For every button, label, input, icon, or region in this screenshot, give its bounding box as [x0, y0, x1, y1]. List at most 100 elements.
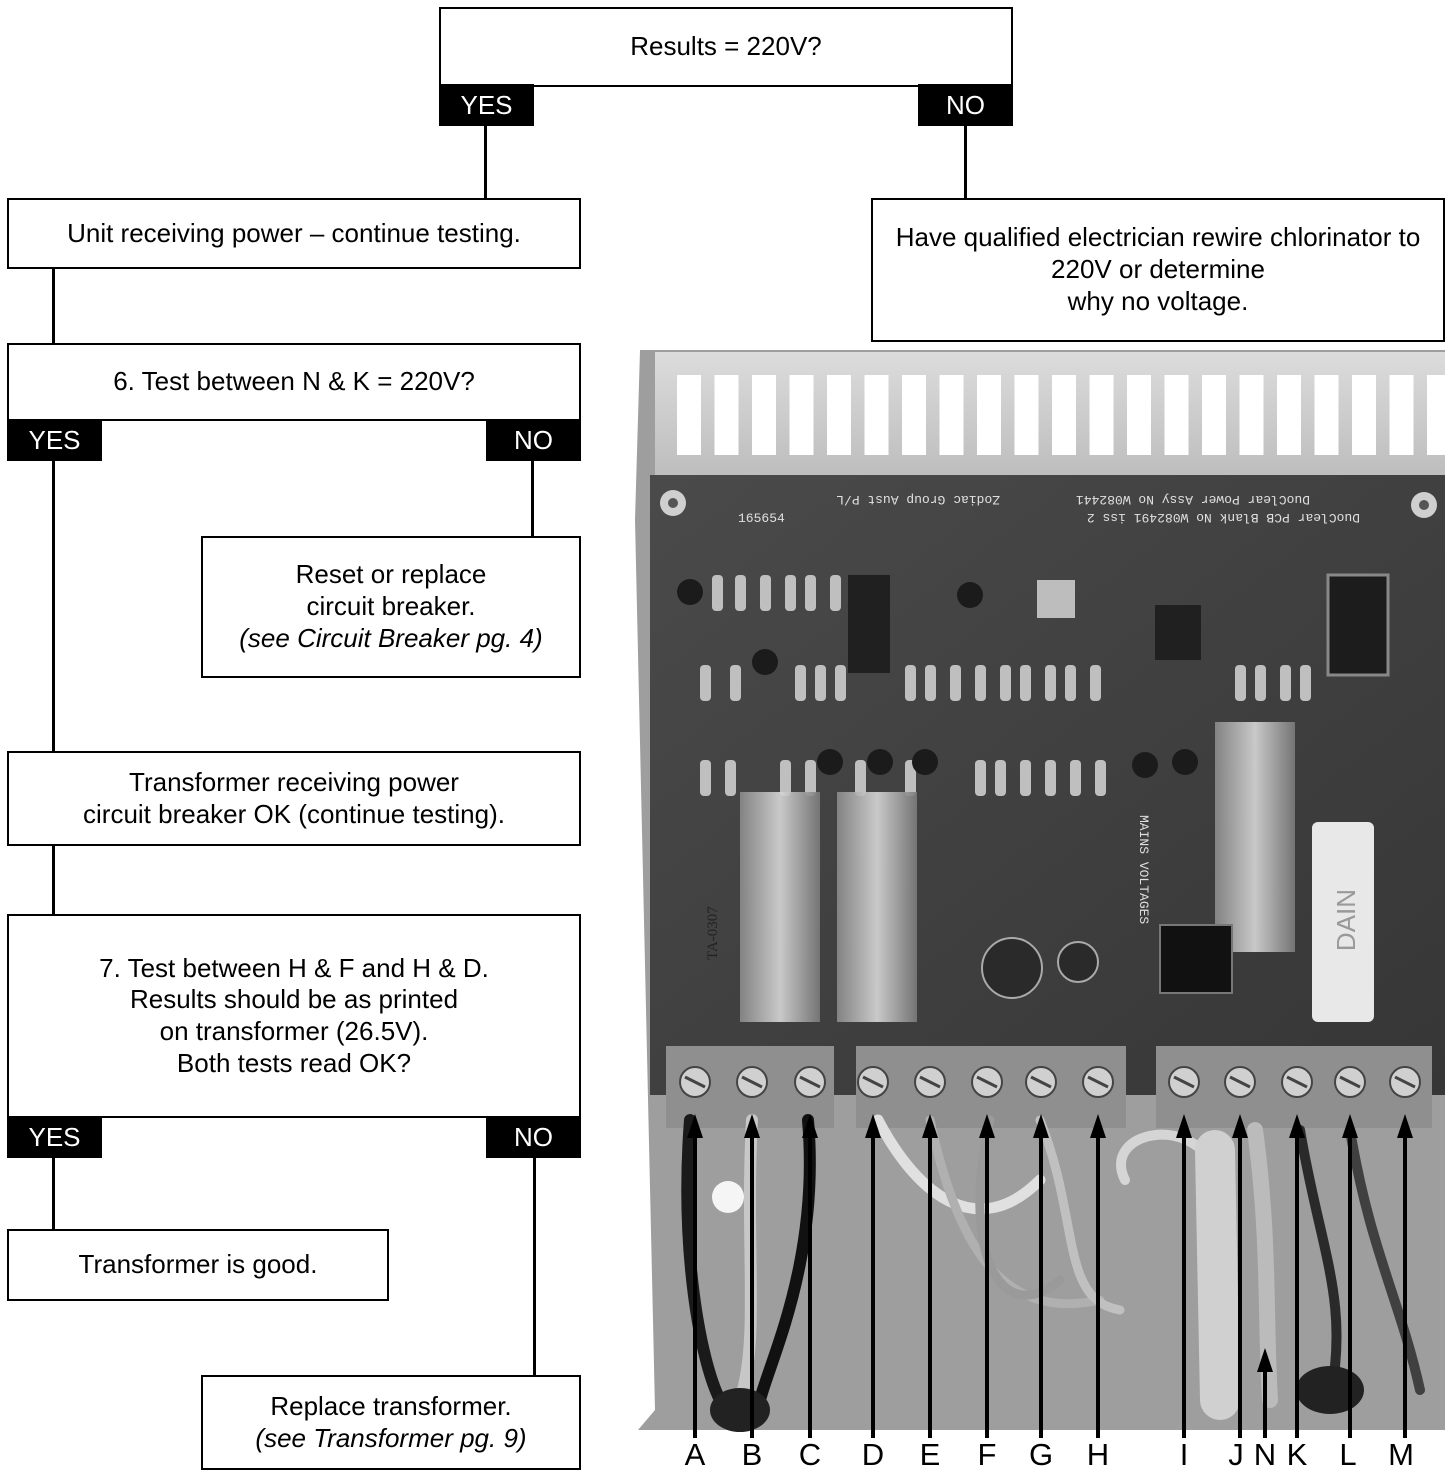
screw-slot [1394, 1075, 1416, 1089]
terminal-arrows [687, 1114, 1413, 1438]
resistor [700, 760, 711, 796]
connector-power-step7 [52, 846, 55, 914]
resistor [975, 665, 986, 701]
resistor [1020, 665, 1031, 701]
connector-no-step7 [533, 1158, 536, 1375]
terminal-arrow-head [1397, 1114, 1413, 1138]
top-question-box: Results = 220V? [439, 7, 1013, 87]
reset-breaker-box: Reset or replace circuit breaker. (see C… [201, 536, 581, 678]
resistor [950, 665, 961, 701]
terminal-arrow-head [1033, 1114, 1049, 1138]
resistor [1065, 665, 1076, 701]
connector-no-top [964, 126, 967, 198]
reset-breaker-line-1: Reset or replace [295, 559, 487, 590]
step6-text: 6. Test between N & K = 220V? [113, 366, 475, 397]
terminal-label-i: I [1179, 1437, 1189, 1472]
resistor [725, 760, 736, 796]
vent-slot [752, 375, 776, 455]
cap-brand-text: DAIN [1331, 889, 1361, 951]
terminal-arrow-head [687, 1114, 703, 1138]
reset-breaker-line-3: (see Circuit Breaker pg. 4) [239, 622, 543, 653]
connector-yes-step7 [52, 1158, 55, 1229]
replace-transformer-line-2: (see Transformer pg. 9) [255, 1422, 527, 1453]
no-tag-step6: NO [486, 419, 581, 461]
board-components [677, 575, 1311, 796]
board-text-pcb-blank: DuoClear PCB Blank No W082491 iss 2 [1087, 510, 1360, 525]
board-text-zodiac: Zodiac Group Aust P/L [836, 492, 1000, 507]
vent-slot [1352, 375, 1376, 455]
screw-slot [862, 1075, 884, 1089]
screw-slot [1030, 1075, 1052, 1089]
vent-slot [677, 375, 701, 455]
terminal-label-g: G [1028, 1437, 1054, 1472]
screw-slot [799, 1075, 821, 1089]
resistor [1255, 665, 1266, 701]
resistor [1000, 665, 1011, 701]
vent-slot [1052, 375, 1076, 455]
transistor [1132, 752, 1158, 778]
terminal-arrow-head [802, 1114, 818, 1138]
resistor [905, 665, 916, 701]
vent-slot [1389, 375, 1414, 455]
transistor [867, 749, 893, 775]
resistor [1090, 665, 1101, 701]
terminal-label-f: F [977, 1437, 997, 1472]
transformer-power-line-1: Transformer receiving power [129, 766, 459, 797]
step7-line-3: on transformer (26.5V). [159, 1016, 429, 1046]
resistor [1020, 760, 1031, 796]
connector-yes-top [484, 126, 487, 198]
resistor [815, 665, 826, 701]
yes-tag-step6: YES [7, 419, 102, 461]
step7-line-1: 7. Test between H & F and H & D. [99, 952, 489, 983]
terminal-label-m: M [1388, 1437, 1414, 1472]
screw-slot [741, 1075, 763, 1089]
terminal-arrow-head [1342, 1114, 1358, 1138]
step7-line-4: Both tests read OK? [176, 1047, 412, 1078]
vent-slot [902, 375, 926, 455]
resistor [760, 575, 771, 611]
terminal-arrow-head [1090, 1114, 1106, 1138]
resistor [735, 575, 746, 611]
resistor [830, 575, 841, 611]
unit-receiving-box: Unit receiving power – continue testing. [7, 198, 581, 269]
replace-transformer-box: Replace transformer. (see Transformer pg… [201, 1375, 581, 1470]
terminal-label-h: H [1086, 1437, 1110, 1472]
resistor [1045, 760, 1056, 796]
resistor [780, 760, 791, 796]
terminal-label-n: N [1253, 1437, 1277, 1472]
screw-slot [1339, 1075, 1361, 1089]
vent-slot [1202, 375, 1226, 455]
vent-slot [789, 375, 814, 455]
resistor [1070, 760, 1081, 796]
step7-box: 7. Test between H & F and H & D. Results… [7, 914, 581, 1118]
electrician-line-3: why no voltage. [1067, 285, 1249, 316]
connector-yes-step6 [52, 461, 55, 751]
electrician-box: Have qualified electrician rewire chlori… [871, 198, 1445, 342]
transformer-power-box: Transformer receiving power circuit brea… [7, 751, 581, 846]
yes-tag-top: YES [439, 84, 534, 126]
screw-slot [1087, 1075, 1109, 1089]
screw-slot [1173, 1075, 1195, 1089]
board-text-part-no: 165654 [738, 511, 785, 526]
vent-slot [1089, 375, 1114, 455]
relay-tag-text: TA-0307 [705, 906, 721, 960]
transformer-power-line-2: circuit breaker OK (continue testing). [83, 798, 505, 829]
transformer-good-box: Transformer is good. [7, 1229, 389, 1301]
terminal-screws [679, 1066, 1421, 1098]
vent-slot [939, 375, 964, 455]
board-text-power-assy: DuoClear Power Assy No W082441 [1076, 492, 1310, 507]
resistor [1045, 665, 1056, 701]
transistor [912, 749, 938, 775]
resistor [1095, 760, 1106, 796]
vent-slot [1277, 375, 1301, 455]
screw-slot [1229, 1075, 1251, 1089]
resistor [785, 575, 796, 611]
vent-slots [677, 375, 1451, 455]
vent-slot [1427, 375, 1451, 455]
terminal-label-k: K [1286, 1437, 1308, 1472]
terminal-label-l: L [1339, 1437, 1357, 1472]
resistor [835, 665, 846, 701]
top-question-text: Results = 220V? [630, 31, 822, 62]
reset-breaker-line-2: circuit breaker. [306, 591, 476, 622]
